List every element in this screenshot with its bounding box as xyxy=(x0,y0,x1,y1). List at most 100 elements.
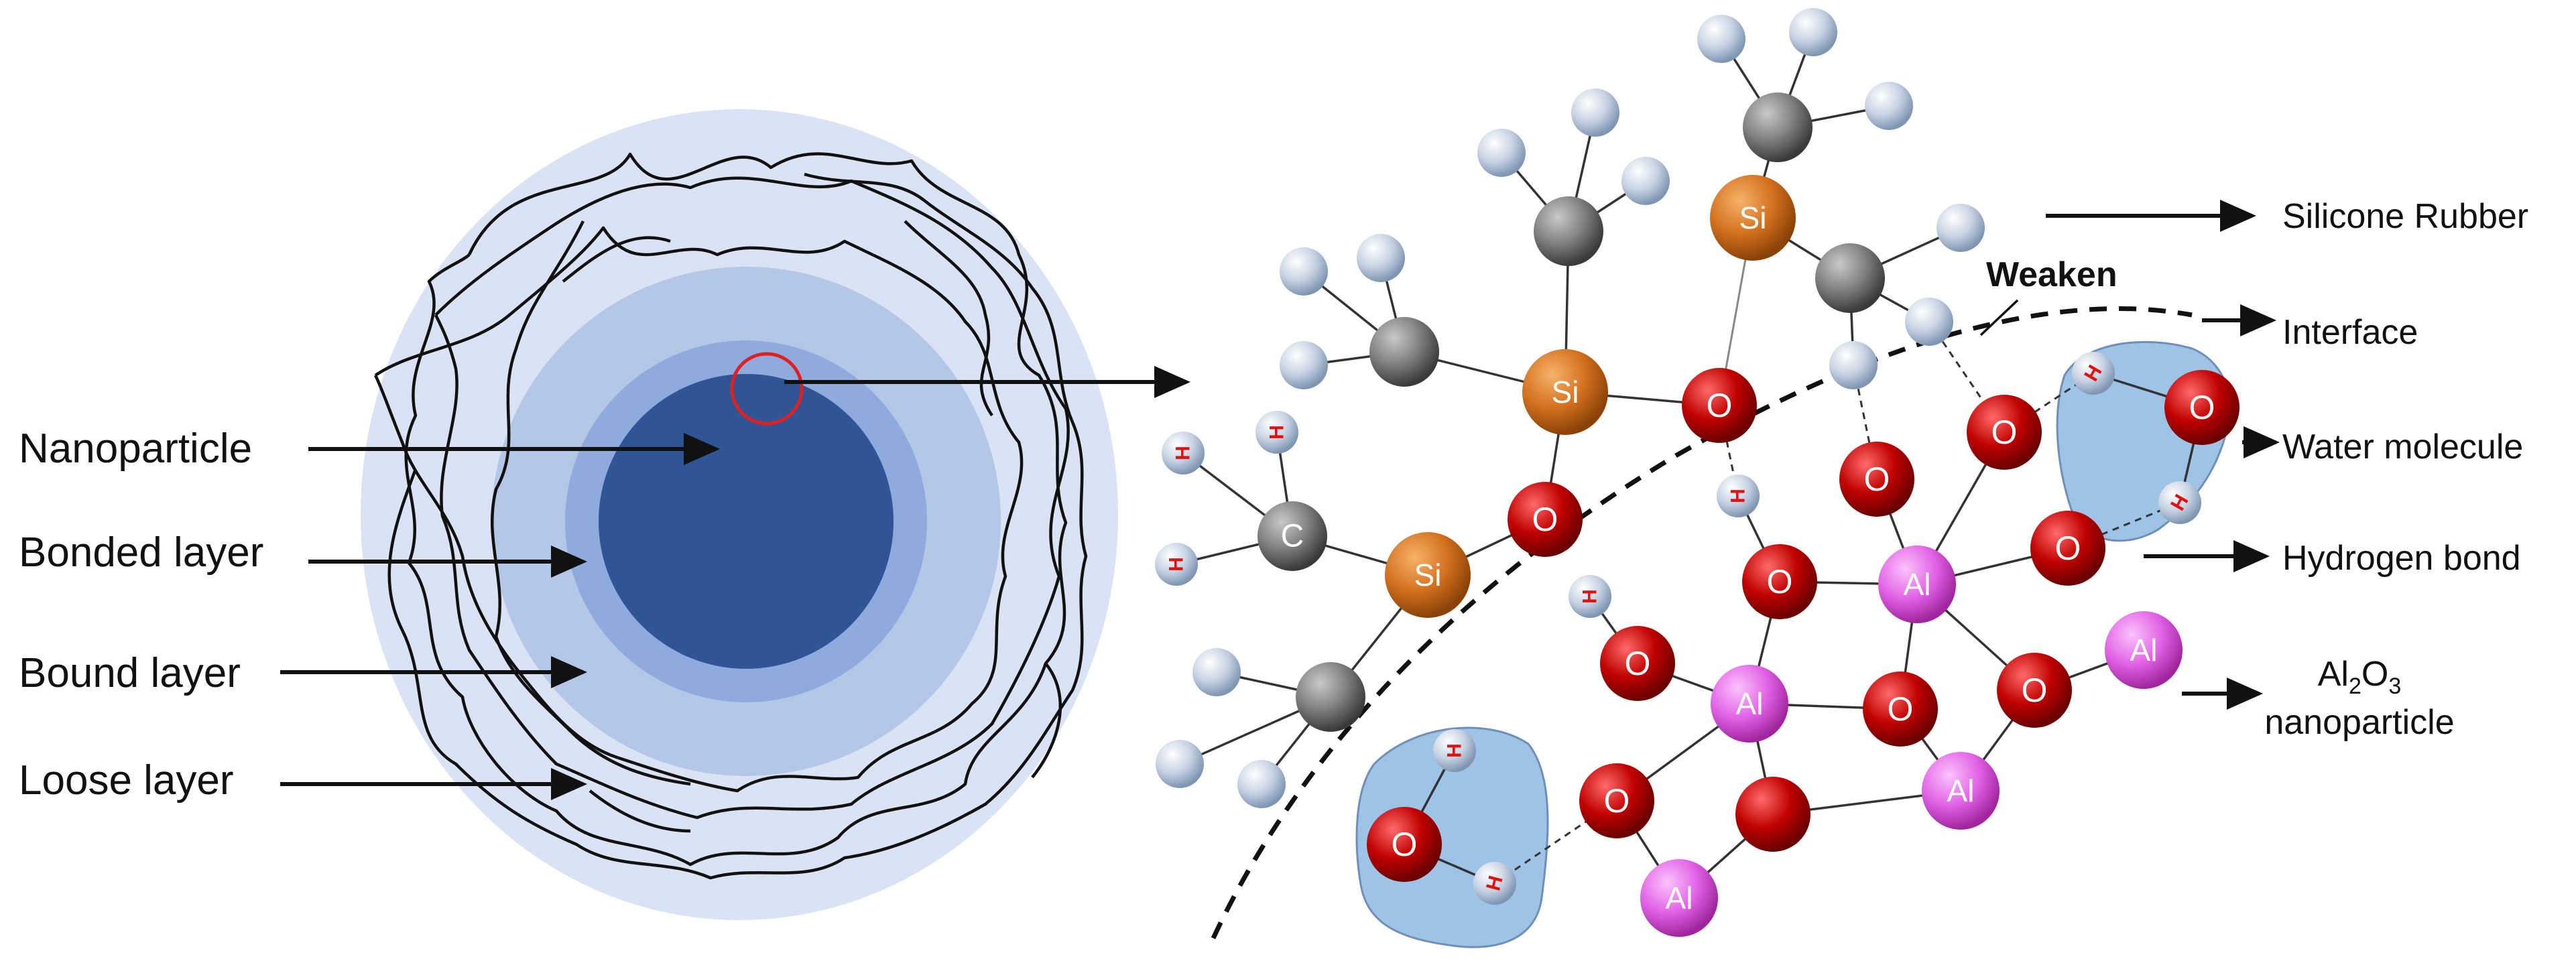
al2o3-sub-3: 3 xyxy=(2388,674,2401,699)
hydrogen-atoms xyxy=(1156,8,1985,808)
silicon-atoms: Si Si Si xyxy=(1385,175,1796,618)
o-label: O xyxy=(1392,826,1418,863)
al-label: Al xyxy=(2130,633,2158,667)
o-atom xyxy=(1682,368,1757,443)
al2o3-sub-2: 2 xyxy=(2349,674,2362,699)
c-atom xyxy=(1534,196,1603,266)
o-label: O xyxy=(1625,645,1651,682)
h-atom xyxy=(1905,298,1953,346)
al-label: Al xyxy=(1666,881,1693,915)
o-label: O xyxy=(1532,501,1558,538)
h-atom xyxy=(1621,157,1670,205)
h-label: H xyxy=(1166,557,1188,572)
al-atom xyxy=(1711,665,1788,743)
labelled-hydrogens: H H H H H H H H H xyxy=(1155,352,2201,905)
h-label: H xyxy=(1172,446,1194,460)
o-label: O xyxy=(1888,690,1914,728)
nanoparticle-layers xyxy=(361,109,1118,920)
label-loose-layer: Loose layer xyxy=(19,757,234,804)
c-atom xyxy=(1815,243,1885,313)
al-atom xyxy=(1922,752,2000,830)
o-label: O xyxy=(2055,529,2081,567)
h-atom-labelled xyxy=(2158,481,2201,524)
c-label: C xyxy=(1281,519,1304,554)
h-atom-labelled xyxy=(1569,575,1611,618)
al-atom xyxy=(2105,611,2183,689)
h-atom-labelled xyxy=(1162,432,1205,474)
label-silicone-rubber: Silicone Rubber xyxy=(2282,197,2528,236)
o-atom xyxy=(2030,511,2105,586)
h-label: H xyxy=(1266,425,1288,440)
c-atom xyxy=(1743,92,1813,162)
o-atom-water xyxy=(1367,807,1442,882)
o-atom xyxy=(1863,671,1938,747)
al-label: Al xyxy=(1947,773,1975,808)
label-bound-layer: Bound layer xyxy=(19,650,241,696)
carbon-atoms: C xyxy=(1258,92,1885,732)
h-label: H xyxy=(1579,589,1601,604)
h-atom-labelled xyxy=(1155,543,1198,586)
h-atom-labelled xyxy=(1717,474,1760,517)
o-atom xyxy=(1508,482,1583,557)
label-interface: Interface xyxy=(2282,313,2418,352)
magnifier-circle xyxy=(730,352,804,426)
label-nanoparticle-right: nanoparticle xyxy=(2264,703,2454,742)
interface-curve xyxy=(1211,306,2193,940)
o-label: O xyxy=(1864,460,1890,498)
h-atom-labelled xyxy=(1473,862,1516,905)
o-label: O xyxy=(1767,563,1793,600)
o-atom xyxy=(1967,395,2042,470)
si-label: Si xyxy=(1739,200,1767,235)
label-al2o3: Al2O3 xyxy=(2318,655,2402,699)
c-atom xyxy=(1369,317,1439,387)
h-atom xyxy=(1280,341,1328,389)
h-atom xyxy=(1937,204,1985,252)
o-atom xyxy=(1997,653,2072,728)
al-label: Al xyxy=(1904,567,1931,602)
o-atom-water xyxy=(2164,370,2240,445)
o-atom xyxy=(1600,626,1675,701)
label-bonded-layer: Bonded layer xyxy=(19,529,263,576)
si-atom xyxy=(1710,175,1796,261)
arrow-weaken xyxy=(1979,299,2019,336)
si-atom xyxy=(1385,532,1471,618)
o-atom xyxy=(1579,763,1654,838)
h-atom xyxy=(1156,740,1204,788)
al-atom xyxy=(1878,546,1956,623)
h-atom xyxy=(1571,88,1619,137)
h-atom xyxy=(1237,760,1286,808)
al-label: Al xyxy=(1736,686,1764,721)
c-atom xyxy=(1296,662,1365,732)
si-label: Si xyxy=(1414,558,1442,592)
h-atom xyxy=(1697,15,1745,63)
h-atom-labelled xyxy=(1433,729,1476,772)
label-nanoparticle: Nanoparticle xyxy=(19,426,252,472)
h-atom xyxy=(1829,341,1878,389)
al2o3-al: Al xyxy=(2318,655,2349,694)
al-atom xyxy=(1640,859,1718,937)
h-atom xyxy=(1280,247,1328,296)
o-atom-unlabelled xyxy=(1735,777,1811,852)
o-label: O xyxy=(2189,389,2215,426)
si-label: Si xyxy=(1552,375,1579,409)
h-atom xyxy=(1477,129,1526,177)
bonds xyxy=(1176,31,2203,899)
o-label: O xyxy=(1991,413,2018,451)
h-atom xyxy=(1789,8,1837,56)
al2o3-o: O xyxy=(2362,655,2388,694)
label-weaken: Weaken xyxy=(1986,255,2118,294)
label-hydrogen-bond: Hydrogen bond xyxy=(2282,539,2521,578)
oxygen-atoms: O O O O O O O O O O O O xyxy=(1367,368,2240,882)
c-atom-labelled xyxy=(1258,501,1327,571)
h-atom-labelled xyxy=(2072,352,2115,395)
si-atom xyxy=(1522,349,1608,435)
h-atom xyxy=(1865,82,1913,130)
o-label: O xyxy=(2022,671,2048,709)
h-atom-labelled xyxy=(1255,411,1298,454)
h-atom xyxy=(1357,234,1405,282)
aluminium-atoms: Al Al Al Al Al xyxy=(1640,546,2183,937)
o-label: O xyxy=(1604,782,1630,820)
label-water-molecule: Water molecule xyxy=(2282,428,2523,466)
h-label: H xyxy=(1444,743,1466,758)
